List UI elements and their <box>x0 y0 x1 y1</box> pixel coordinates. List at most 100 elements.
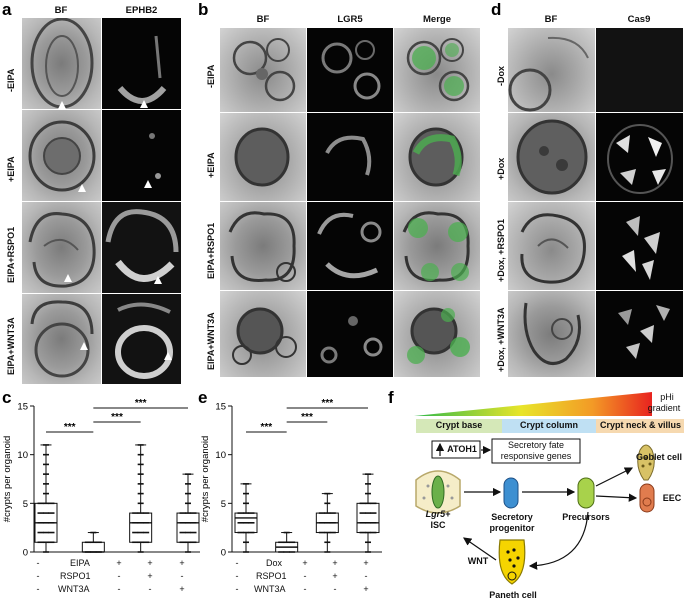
panel-letter-e: e <box>198 388 208 407</box>
cond-c-r0-0: - <box>36 558 40 568</box>
cond-e-r2-2: - <box>333 584 337 594</box>
image-a-ephb2-row2 <box>102 110 181 201</box>
row-label-d-2: +Dox <box>496 157 506 180</box>
col-head-b-bf: BF <box>256 14 270 25</box>
cond-e-r1-0: - <box>235 571 239 581</box>
conditions-c: EIPA RSPO1 WNT3A - + + + - - + - - - - + <box>12 558 202 606</box>
image-b-bf-row3 <box>220 202 306 290</box>
significance-label: *** <box>64 422 76 433</box>
image-d-bf-row2 <box>508 113 595 201</box>
row-label-b-3: EIPA+RSPO1 <box>206 222 216 279</box>
cond-label-e-dox: Dox <box>266 558 283 568</box>
image-b-lgr5-row1 <box>307 28 393 112</box>
ph-label-2: gradient <box>647 403 681 413</box>
cond-e-r0-1: + <box>302 558 308 568</box>
cond-label-c-wnt3a: WNT3A <box>58 584 90 594</box>
conditions-e: Dox RSPO1 WNT3A - + + + - - + - - - - + <box>210 558 386 606</box>
y-tick-label: 10 <box>17 450 28 461</box>
image-d-cas9-row3 <box>596 202 683 290</box>
image-d-bf-row1 <box>508 28 595 112</box>
isc-label-1: Lgr5+ <box>414 509 462 520</box>
box-iqr <box>129 512 153 543</box>
image-a-bf-row4 <box>22 294 101 384</box>
y-tick-label: 5 <box>23 499 28 510</box>
image-b-merge-row4 <box>394 291 480 377</box>
y-tick-label: 0 <box>221 548 226 559</box>
image-b-merge-row1 <box>394 28 480 112</box>
cond-label-e-wnt3a: WNT3A <box>254 584 286 594</box>
row-label-a-2: +EIPA <box>6 156 16 182</box>
cond-c-r1-0: - <box>36 571 40 581</box>
panel-letter-d: d <box>491 0 502 19</box>
progenitor-label-1: Secretory <box>491 512 533 522</box>
image-b-lgr5-row4 <box>307 291 393 377</box>
cond-c-r1-2: + <box>147 571 153 581</box>
precursor-cell <box>577 477 595 509</box>
image-a-bf-row1 <box>22 18 101 109</box>
cond-e-r1-3: - <box>364 571 368 581</box>
chart-e: 0 5 10 15 #crypts per organoid *** *** *** <box>200 398 382 559</box>
cond-e-r2-1: - <box>303 584 307 594</box>
row-label-d-3: +Dox, +RSPO1 <box>496 218 506 282</box>
cond-label-e-rspo1: RSPO1 <box>256 571 287 581</box>
y-tick-label: 5 <box>221 499 226 510</box>
y-tick-label: 10 <box>215 450 226 461</box>
image-a-bf-row2 <box>22 110 101 201</box>
image-a-bf-row3 <box>22 202 101 293</box>
row-label-b-4: EIPA+WNT3A <box>206 312 216 370</box>
ph-gradient-wedge <box>414 392 652 416</box>
y-axis-label: #crypts per organoid <box>200 436 211 523</box>
diagram-f: pHi gradient Crypt base Crypt column Cry… <box>388 388 685 608</box>
diagram-f-svg <box>414 392 684 585</box>
image-b-lgr5-row2 <box>307 113 393 201</box>
cond-c-r0-3: + <box>179 558 185 568</box>
row-label-d-1: -Dox <box>496 66 506 86</box>
cond-c-r2-2: - <box>148 584 152 594</box>
significance-label: *** <box>260 422 272 433</box>
image-a-ephb2-row4 <box>102 294 181 384</box>
cond-c-r0-2: + <box>147 558 153 568</box>
image-a-ephb2-row3 <box>102 202 181 293</box>
progenitor-cell <box>503 477 519 509</box>
row-label-b-1: -EIPA <box>206 64 216 88</box>
isc-label-1-text: Lgr5+ <box>425 509 451 519</box>
y-axis-label: #crypts per organoid <box>2 436 13 523</box>
row-label-a-3: EIPA+RSPO1 <box>6 226 16 283</box>
col-head-a-bf: BF <box>54 5 68 16</box>
image-d-cas9-row2 <box>596 113 683 201</box>
wnt-label: WNT <box>467 556 489 566</box>
image-b-bf-row2 <box>220 113 306 201</box>
cond-e-r0-2: + <box>332 558 338 568</box>
y-tick-label: 15 <box>215 402 226 413</box>
cond-c-r2-0: - <box>36 584 40 594</box>
cond-e-r0-3: + <box>363 558 369 568</box>
image-d-bf-row4 <box>508 291 595 377</box>
goblet-cell <box>637 444 655 481</box>
progenitor-label-2: progenitor <box>489 523 535 533</box>
zone-crypt-neck-villus: Crypt neck & villus <box>599 420 682 430</box>
significance-label: *** <box>111 412 123 423</box>
panel-letter-a: a <box>2 0 12 19</box>
image-b-merge-row3 <box>394 202 480 290</box>
image-b-bf-row1 <box>220 28 306 112</box>
cond-e-r2-3: + <box>363 584 369 594</box>
box-iqr <box>81 541 105 553</box>
zone-crypt-base-bg <box>416 419 502 433</box>
eec-label: EEC <box>662 493 682 503</box>
isc-cell <box>431 475 445 509</box>
significance-label: *** <box>301 412 313 423</box>
box-iqr <box>356 502 380 534</box>
image-a-ephb2-row1 <box>102 18 181 109</box>
cond-c-r0-1: + <box>116 558 122 568</box>
panel-letter-c: c <box>2 388 12 407</box>
image-d-cas9-row1 <box>596 28 683 112</box>
cond-e-r1-2: + <box>332 571 338 581</box>
precursors-label: Precursors <box>562 512 610 522</box>
row-label-d-4: +Dox, +WNT3A <box>496 307 506 372</box>
box-iqr <box>176 512 200 543</box>
secretory-genes-box <box>491 438 581 464</box>
goblet-label: Goblet cell <box>635 452 682 462</box>
significance-label: *** <box>321 398 333 409</box>
cond-c-r1-3: - <box>180 571 184 581</box>
atoh1-label: ATOH1 <box>447 444 477 454</box>
